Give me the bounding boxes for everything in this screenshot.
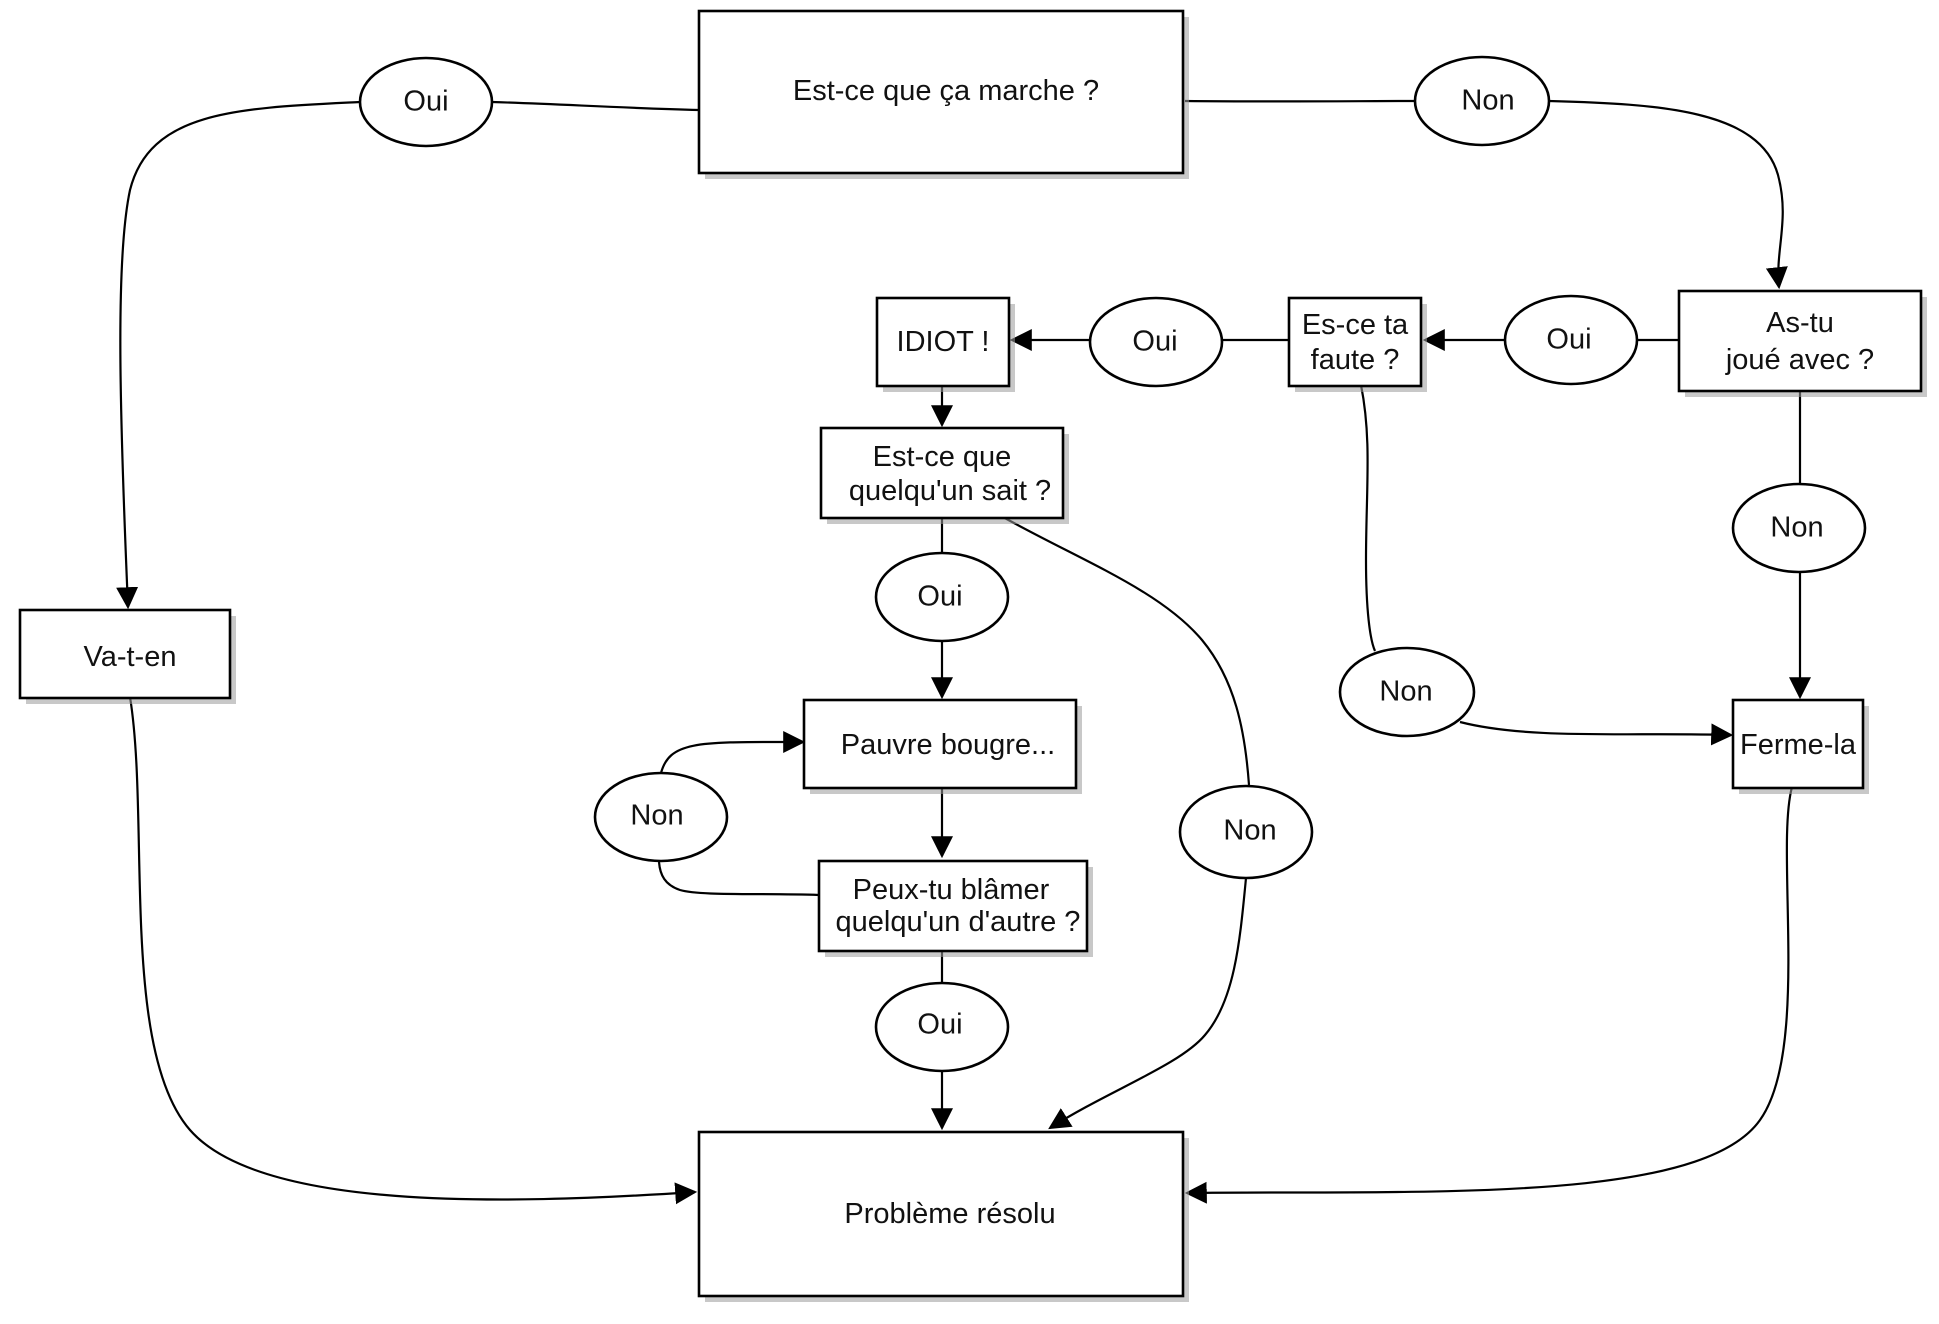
node-joue-line-2: joué avec ? xyxy=(1725,344,1874,376)
node-pauvre-line-1: Pauvre bougre... xyxy=(841,729,1055,761)
svg-text:quelqu'un sait ?: quelqu'un sait ? xyxy=(849,475,1051,507)
edge-marche-oui xyxy=(491,100,700,112)
svg-text:Va-t-en: Va-t-en xyxy=(84,641,177,673)
svg-text:Problème résolu: Problème résolu xyxy=(844,1198,1055,1230)
svg-text:Peux-tu blâmer: Peux-tu blâmer xyxy=(853,874,1050,906)
node-faute-line-2: faute ? xyxy=(1311,344,1400,376)
edge-sait-non xyxy=(1002,516,1251,786)
node-blamer-line-2: quelqu'un d'autre ? xyxy=(836,906,1081,938)
svg-text:Oui: Oui xyxy=(1546,324,1591,356)
svg-text:joué avec ?: joué avec ? xyxy=(1725,344,1874,376)
edge-blamer-non xyxy=(657,861,820,897)
node-idiot-line-1: IDIOT ! xyxy=(897,326,990,358)
svg-text:Oui: Oui xyxy=(1132,326,1177,358)
node-joue: As-tu joué avec ? xyxy=(1677,289,1927,397)
label-oui-blamer: Oui xyxy=(874,981,1010,1073)
node-resolu-line-1: Problème résolu xyxy=(844,1198,1055,1230)
svg-text:Non: Non xyxy=(1379,676,1432,708)
svg-text:As-tu: As-tu xyxy=(1766,307,1834,339)
node-pauvre: Pauvre bougre... xyxy=(802,698,1082,794)
label-oui-sait: Oui xyxy=(874,551,1010,643)
node-sait: Est-ce que quelqu'un sait ? xyxy=(819,426,1069,524)
label-non-blamer: Non xyxy=(593,771,729,863)
svg-text:Non: Non xyxy=(1461,85,1514,117)
label-oui-faute: Oui xyxy=(1088,296,1224,388)
svg-text:Pauvre bougre...: Pauvre bougre... xyxy=(841,729,1055,761)
svg-text:Non: Non xyxy=(1770,512,1823,544)
svg-text:Oui: Oui xyxy=(917,1009,962,1041)
edge-oui-vaten xyxy=(116,100,361,610)
svg-text:Ferme-la: Ferme-la xyxy=(1740,729,1857,761)
svg-text:Non: Non xyxy=(630,800,683,832)
edge-fermela-resolu xyxy=(1184,786,1794,1204)
node-vaten-line-1: Va-t-en xyxy=(84,641,177,673)
node-sait-line-1: Est-ce que xyxy=(873,441,1012,473)
node-q-marche-line-1: Est-ce que ça marche ? xyxy=(793,75,1099,107)
svg-text:faute ?: faute ? xyxy=(1311,344,1400,376)
svg-text:IDIOT !: IDIOT ! xyxy=(897,326,990,358)
label-oui-marche: Oui xyxy=(358,56,494,148)
svg-text:quelqu'un d'autre ?: quelqu'un d'autre ? xyxy=(836,906,1081,938)
svg-text:Oui: Oui xyxy=(403,86,448,118)
node-q-marche: Est-ce que ça marche ? xyxy=(697,9,1189,179)
node-blamer: Peux-tu blâmer quelqu'un d'autre ? xyxy=(817,859,1093,957)
label-non-faute: Non xyxy=(1338,646,1476,738)
edge-non-resolu-mid xyxy=(1048,877,1248,1130)
label-non-joue: Non xyxy=(1731,482,1867,574)
edges xyxy=(116,99,1811,1205)
edge-non-joue xyxy=(1548,99,1788,290)
edge-vaten-resolu xyxy=(128,696,698,1205)
label-non-marche: Non xyxy=(1413,55,1551,147)
edge-faute-non xyxy=(1359,384,1377,652)
svg-text:Es-ce ta: Es-ce ta xyxy=(1302,309,1409,341)
svg-text:Oui: Oui xyxy=(917,581,962,613)
svg-text:Est-ce que: Est-ce que xyxy=(873,441,1012,473)
svg-text:Est-ce que ça marche ?: Est-ce que ça marche ? xyxy=(793,75,1099,107)
node-idiot: IDIOT ! xyxy=(875,296,1015,392)
edge-non-fermela-2 xyxy=(1459,720,1734,746)
node-faute-line-1: Es-ce ta xyxy=(1302,309,1409,341)
node-vaten: Va-t-en xyxy=(18,608,236,704)
node-faute: Es-ce ta faute ? xyxy=(1287,296,1427,392)
node-resolu: Problème résolu xyxy=(697,1130,1189,1302)
edge-non-pauvre xyxy=(659,730,806,774)
label-oui-joue: Oui xyxy=(1503,294,1639,386)
label-non-sait: Non xyxy=(1178,784,1314,880)
svg-text:Non: Non xyxy=(1223,815,1276,847)
node-sait-line-2: quelqu'un sait ? xyxy=(849,475,1051,507)
node-blamer-line-1: Peux-tu blâmer xyxy=(853,874,1050,906)
node-fermela-line-1: Ferme-la xyxy=(1740,729,1857,761)
node-joue-line-1: As-tu xyxy=(1766,307,1834,339)
node-fermela: Ferme-la xyxy=(1731,698,1869,794)
